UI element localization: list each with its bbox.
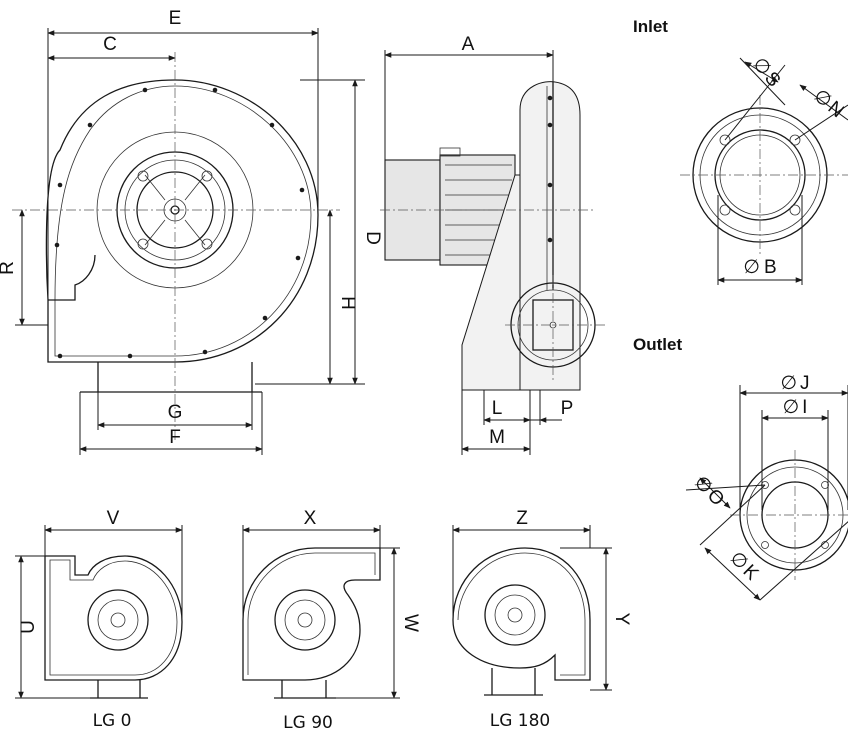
lg90-volute <box>242 547 381 681</box>
lg180-base <box>484 668 543 696</box>
dim-label-P: P <box>561 398 574 419</box>
dim-label-D: D <box>362 231 383 245</box>
lg90-caption: LG 90 <box>283 713 333 733</box>
dim-label-O: ∅O <box>690 472 728 510</box>
lg90-inlet-flange <box>274 589 336 651</box>
inlet-heading: Inlet <box>633 17 668 36</box>
front-outlet-tongue <box>48 254 96 301</box>
side-view <box>380 81 605 391</box>
dim-label-H: H <box>337 296 358 310</box>
lg180-view <box>452 525 612 696</box>
front-bolt <box>201 170 213 182</box>
inlet-detail <box>680 57 848 285</box>
dim-label-B-letter: B <box>764 257 777 278</box>
dim-label-F: F <box>169 427 181 448</box>
front-volute-outline <box>45 79 319 363</box>
lg0-inlet <box>97 599 139 641</box>
inlet-bolt-hole <box>719 134 731 146</box>
lg0-caption: LG 0 <box>93 711 132 731</box>
diameter-symbol: ∅ <box>743 257 760 278</box>
diameter-symbol: ∅ <box>780 373 797 394</box>
dim-label-J-letter: J <box>800 373 810 394</box>
dim-label-B: ∅B <box>743 257 776 278</box>
front-dimensions <box>15 28 365 455</box>
inlet-bolt-hole <box>789 134 801 146</box>
side-volute <box>519 81 581 391</box>
inlet-opening <box>714 129 806 221</box>
side-flange-bolts <box>547 95 553 243</box>
front-bolt <box>137 238 149 250</box>
dim-label-X: X <box>304 508 317 529</box>
dim-label-Y: Y <box>611 613 632 626</box>
outlet-heading: Outlet <box>633 335 682 354</box>
front-view <box>12 52 340 440</box>
lg90-hub <box>297 612 313 628</box>
front-bolt <box>201 238 213 250</box>
dim-label-U: U <box>18 620 39 634</box>
lg180-caption: LG 180 <box>490 711 551 731</box>
dim-label-A: A <box>462 34 475 55</box>
diameter-symbol: ∅ <box>783 397 800 418</box>
outlet-bolt-hole <box>821 481 829 489</box>
side-dimensions <box>384 50 562 455</box>
lg0-hub <box>110 612 126 628</box>
inlet-bolt-hole <box>789 204 801 216</box>
dim-label-N: ∅N <box>809 85 847 122</box>
lg0-view <box>15 525 183 699</box>
dim-label-I-letter: I <box>802 397 807 418</box>
lg180-volute-inner <box>457 552 586 676</box>
lg180-hub <box>507 607 523 623</box>
dim-label-M: M <box>489 427 505 448</box>
dim-label-R: R <box>0 261 18 275</box>
dim-label-V: V <box>107 508 120 529</box>
lg0-inlet-flange <box>87 589 149 651</box>
lg90-volute-inner <box>247 552 376 675</box>
lg180-inlet-flange <box>484 584 546 646</box>
dim-label-L: L <box>492 398 503 419</box>
front-spokes <box>144 174 206 246</box>
inlet-bolt-hole <box>719 204 731 216</box>
lg180-inlet <box>494 594 536 636</box>
dim-label-S: ∅S <box>748 54 784 91</box>
lg0-volute <box>44 555 183 681</box>
dim-label-C: C <box>103 34 117 55</box>
lg90-base <box>274 680 336 699</box>
dim-label-Z: Z <box>516 508 528 529</box>
lg0-base <box>90 680 148 699</box>
dim-label-J: ∅J <box>780 373 809 394</box>
outlet-bolt-hole <box>761 541 769 549</box>
front-rim-bolts <box>54 87 305 359</box>
dim-label-W: W <box>400 614 421 632</box>
lg90-view <box>242 525 400 699</box>
dim-label-E: E <box>169 8 182 29</box>
lg90-inlet <box>284 599 326 641</box>
dim-label-G: G <box>168 402 183 423</box>
front-bolt <box>137 170 149 182</box>
lg0-volute-inner <box>49 559 178 676</box>
front-base <box>80 362 262 393</box>
front-volute-inner <box>54 85 312 357</box>
outlet-detail <box>685 385 848 601</box>
dim-label-K: ∅K <box>725 548 762 585</box>
dim-label-I: ∅I <box>783 397 808 418</box>
side-terminal-box <box>439 147 461 157</box>
lg180-volute <box>452 547 591 681</box>
